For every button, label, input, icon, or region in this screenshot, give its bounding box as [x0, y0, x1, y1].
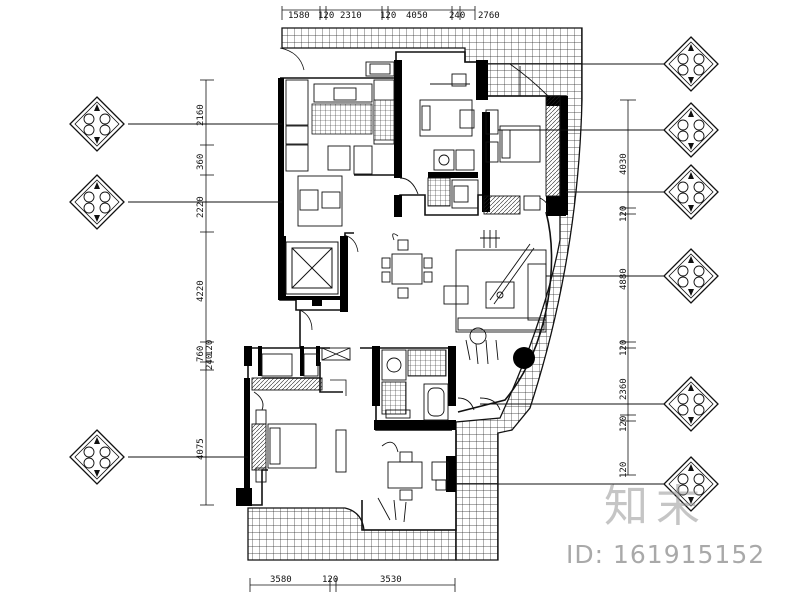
balcony-top-right — [281, 27, 583, 561]
section-markers — [69, 36, 719, 512]
section-marker-left-3 — [69, 429, 125, 485]
kitchen-tiles — [311, 99, 395, 141]
dim-left-4: 4220 — [196, 280, 206, 302]
south-bedroom — [251, 353, 347, 483]
section-marker-left-1 — [69, 96, 125, 152]
dim-left-2: 360 — [196, 154, 206, 170]
section-marker-right-4 — [663, 248, 719, 304]
dim-right-3: 4880 — [619, 268, 629, 290]
dim-top-1: 1580 — [288, 11, 310, 21]
balcony-bottom-left — [247, 507, 457, 561]
dimension-lines — [200, 6, 636, 592]
dim-top-5: 4050 — [406, 11, 428, 21]
column-circle — [513, 347, 535, 369]
north-bedroom — [419, 63, 561, 215]
south-bath — [321, 347, 501, 421]
north-bath — [399, 149, 521, 215]
dim-bottom-2: 120 — [322, 575, 338, 585]
dim-top-4: 120 — [380, 11, 396, 21]
dim-right-2: 120 — [619, 206, 629, 222]
section-marker-right-1 — [663, 36, 719, 92]
dim-left-1: 2160 — [196, 104, 206, 126]
dim-right-5: 2360 — [619, 378, 629, 400]
dim-top-2: 120 — [318, 11, 334, 21]
dim-bottom-1: 3580 — [270, 575, 292, 585]
watermark-logo: 知末 — [604, 481, 708, 532]
watermark-id: ID: 161915152 — [566, 540, 766, 569]
dim-top-6: 240 — [449, 11, 465, 21]
dim-left-5: 760 — [196, 346, 206, 362]
dim-left-8: 4075 — [196, 438, 206, 460]
section-marker-right-5 — [663, 376, 719, 432]
dim-right-1: 4030 — [619, 153, 629, 175]
dim-left-6: 240 — [205, 354, 215, 370]
south-study — [377, 441, 449, 523]
dim-top-7: 2760 — [478, 11, 500, 21]
section-marker-right-3 — [663, 164, 719, 220]
door-swings — [279, 47, 359, 396]
dim-left-3: 2220 — [196, 196, 206, 218]
dim-left-7: 120 — [205, 340, 215, 356]
dim-right-7: 120 — [619, 462, 629, 478]
dimension-labels: 1580 120 2310 120 4050 240 2760 3580 120… — [196, 11, 629, 585]
section-marker-left-2 — [69, 174, 125, 230]
elevator — [285, 241, 339, 295]
dim-bottom-3: 3530 — [380, 575, 402, 585]
dim-top-3: 2310 — [340, 11, 362, 21]
living-room — [443, 230, 547, 365]
dim-right-4: 120 — [619, 340, 629, 356]
dim-right-6: 120 — [619, 416, 629, 432]
section-marker-right-2 — [663, 102, 719, 158]
dining-set — [381, 233, 433, 299]
kitchen-area — [285, 61, 395, 227]
